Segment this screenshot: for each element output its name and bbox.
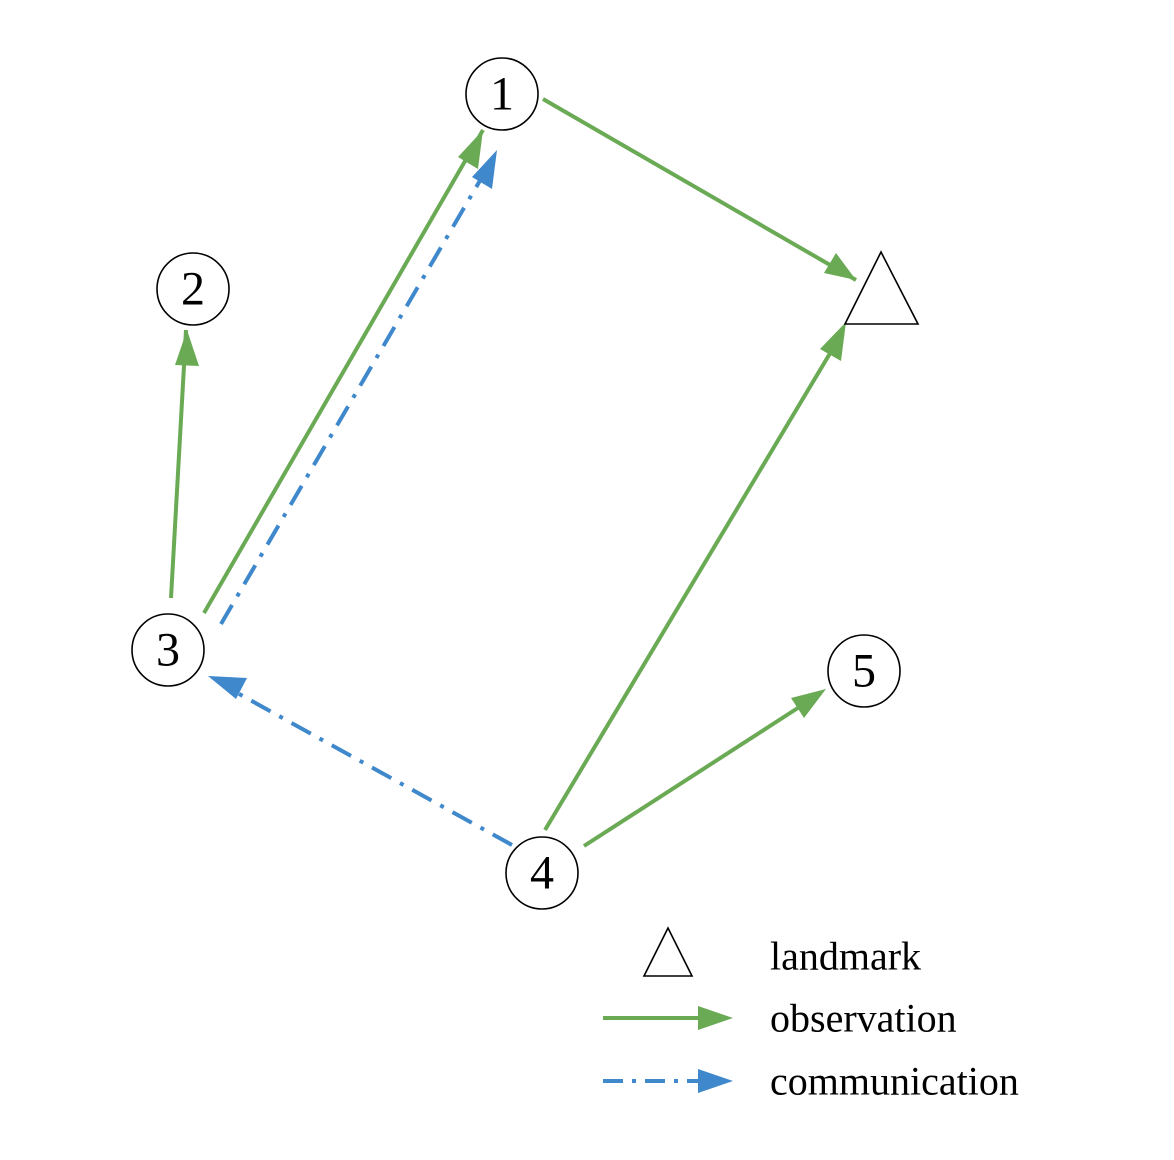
- arrowhead-4-to-landmark: [820, 322, 846, 361]
- legend-observation-arrowhead: [698, 1006, 733, 1030]
- node-2-circle: [156, 252, 230, 326]
- edge-3-to-1-communication: [219, 170, 487, 626]
- node-5-circle: [827, 634, 901, 708]
- edge-3-to-1-observation: [202, 128, 485, 615]
- node-3-label: 3: [156, 624, 180, 677]
- arrowhead-3-to-1-observation: [458, 130, 483, 169]
- edge-4-to-3-communication: [231, 688, 513, 847]
- node-4-label: 4: [530, 847, 554, 900]
- arrowhead-3-to-2: [175, 330, 199, 366]
- node-1-label: 1: [490, 68, 514, 121]
- legend-landmark-icon: [642, 926, 694, 977]
- node-4-circle: [505, 836, 579, 910]
- legend-observation-label: observation: [770, 996, 957, 1041]
- arrowhead-4-to-3: [208, 676, 247, 699]
- node-5: 5: [827, 634, 901, 708]
- edge-3-to-2-observation: [169, 329, 188, 599]
- legend: landmark observation communication: [603, 926, 1019, 1104]
- node-3-circle: [131, 613, 205, 687]
- edge-4-to-5-observation: [582, 702, 806, 848]
- edge-4-to-landmark-observation: [543, 343, 837, 832]
- node-5-label: 5: [852, 645, 876, 698]
- node-3: 3: [131, 613, 205, 687]
- landmark-triangle: [843, 250, 920, 325]
- node-2: 2: [156, 252, 230, 326]
- legend-communication-arrowhead: [698, 1069, 733, 1093]
- node-2-label: 2: [181, 263, 205, 316]
- edge-1-to-landmark-observation: [541, 97, 858, 282]
- node-1-circle: [465, 57, 539, 131]
- arrowhead-3-to-1-communication: [472, 150, 497, 189]
- node-4: 4: [505, 836, 579, 910]
- edges: [169, 97, 858, 848]
- node-1: 1: [465, 57, 539, 131]
- legend-landmark-label: landmark: [770, 934, 921, 979]
- arrowhead-4-to-5: [791, 689, 826, 718]
- legend-communication-label: communication: [770, 1059, 1019, 1104]
- arrowhead-1-to-landmark: [824, 253, 856, 280]
